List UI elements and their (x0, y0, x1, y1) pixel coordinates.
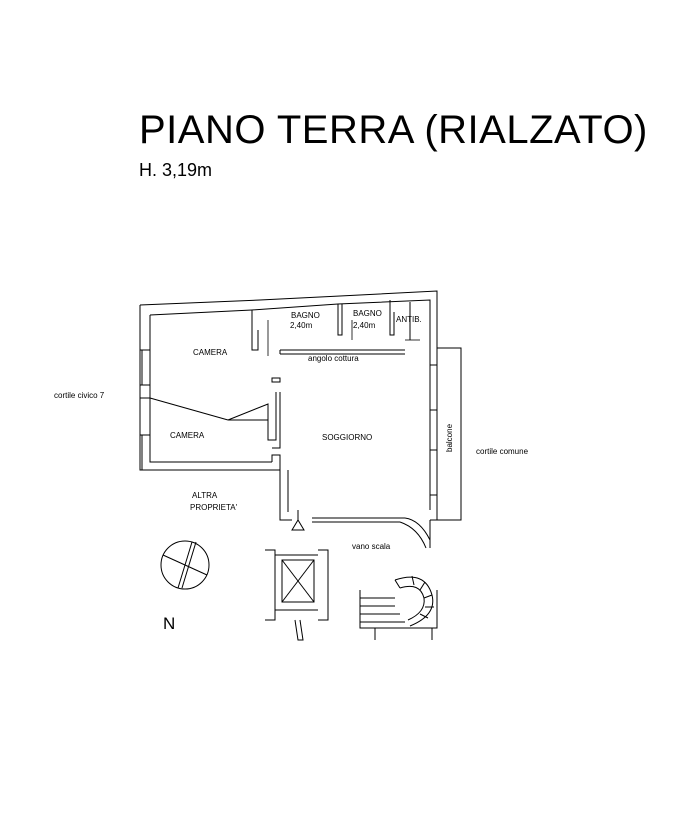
label-altra: ALTRA (192, 491, 218, 500)
spiral-stair (359, 575, 438, 640)
compass-north-label: N (163, 614, 175, 633)
label-camera-bottom: CAMERA (170, 431, 205, 440)
label-cortile-comune: cortile comune (476, 447, 529, 456)
page-title: PIANO TERRA (RIALZATO) (139, 108, 648, 152)
floor-height: H. 3,19m (139, 160, 213, 180)
label-bagno-1-height: 2,40m (290, 321, 313, 330)
label-bagno-1: BAGNO (291, 311, 320, 320)
label-proprieta: PROPRIETA' (190, 503, 238, 512)
compass-rose (160, 540, 210, 590)
label-bagno-2: BAGNO (353, 309, 382, 318)
label-angolo-cottura: angolo cottura (308, 354, 359, 363)
interior-walls (149, 300, 431, 549)
elevator-block (265, 549, 329, 641)
label-camera-top: CAMERA (193, 348, 228, 357)
label-soggiorno: SOGGIORNO (322, 433, 372, 442)
label-balcone: balcone (445, 423, 454, 452)
label-cortile-civico: cortile civico 7 (54, 391, 105, 400)
label-vano-scala: vano scala (352, 542, 391, 551)
label-antibagno: ANTIB. (396, 315, 422, 324)
label-bagno-2-height: 2,40m (353, 321, 376, 330)
